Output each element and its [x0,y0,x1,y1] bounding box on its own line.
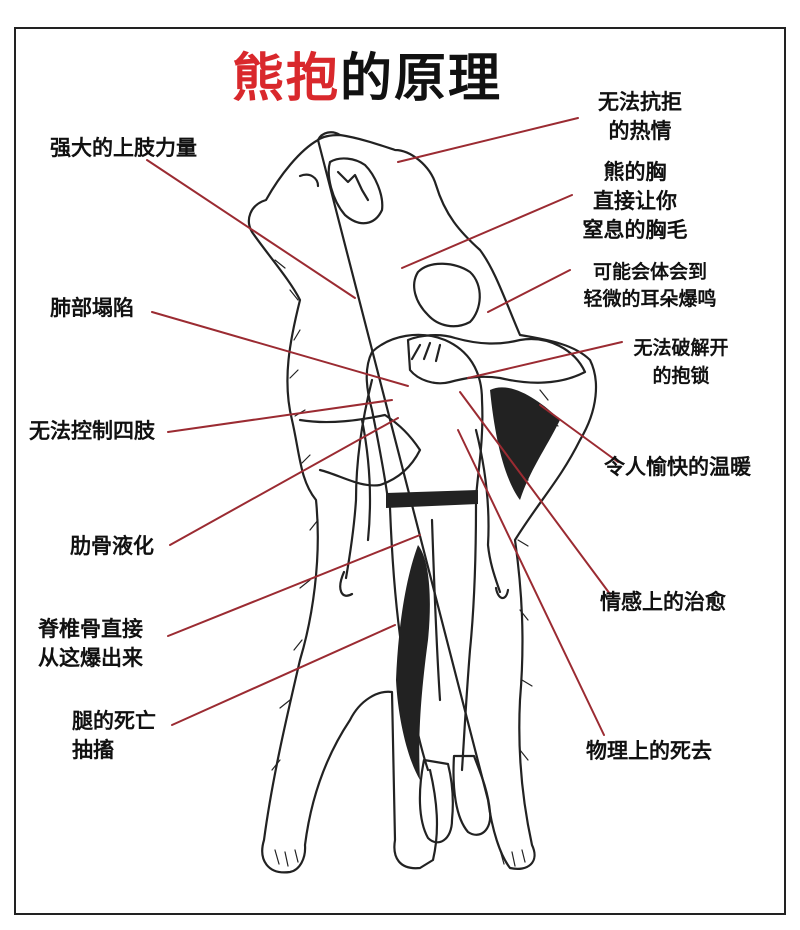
pointer-line [171,624,396,726]
pointer-line [487,269,571,313]
pointer-line [459,391,611,595]
label-rib-liquefaction: 肋骨液化 [70,534,154,558]
pointer-line [457,429,605,736]
man-legs-icon [388,502,478,772]
label-chest-hair-suffocation: 熊的胸 直接让你 窒息的胸毛 [582,160,688,242]
pointer-line [167,534,421,637]
pointer-line [169,417,399,546]
label-emotional-healing: 情感上的治愈 [600,590,726,614]
label-unbreakable-lock: 无法破解开 的抱锁 [633,337,729,387]
label-lose-limb-control: 无法控制四肢 [29,419,155,443]
bear-body-icon [247,133,598,874]
label-pleasant-warmth: 令人愉快的温暖 [604,455,751,479]
pointer-line [167,399,393,433]
label-leg-death-twitch: 腿的死亡 抽搐 [72,709,156,762]
label-upper-limb-strength: 强大的上肢力量 [50,136,197,160]
pointer-line [151,311,409,387]
bear-mouth-icon [327,157,384,225]
pointer-line [467,341,623,379]
pointer-line [397,117,579,163]
pointer-line [401,194,573,269]
man-shoes-icon [418,754,492,844]
bear-arm-icon [406,334,587,385]
label-lung-collapse: 肺部塌陷 [50,296,134,320]
man-head-icon [413,262,481,328]
pointer-line [539,404,619,463]
label-physical-death: 物理上的死去 [586,739,712,763]
title-red: 熊抱 [232,49,341,109]
label-ear-popping: 可能会体会到 轻微的耳朵爆鸣 [583,261,717,310]
title-black: 的原理 [340,49,503,109]
pointer-line [146,159,356,299]
page-title: 熊抱的原理 [232,36,502,111]
frame-border [14,27,786,915]
label-spine-burst: 脊椎骨直接 从这爆出来 [38,617,143,670]
label-irresistible-passion: 无法抗拒 的热情 [598,90,682,143]
